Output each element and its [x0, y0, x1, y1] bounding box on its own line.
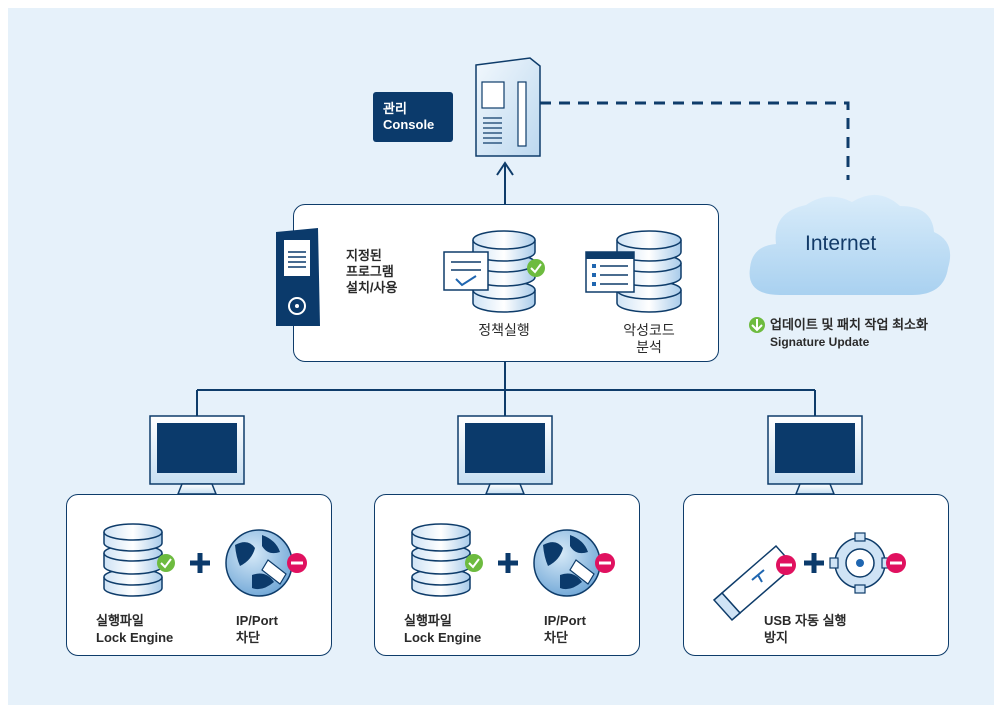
console-badge: 관리 Console [373, 92, 453, 142]
lock-engine-label-line2: Lock Engine [96, 630, 174, 645]
usb-label-line1: USB 자동 실행 [764, 613, 847, 628]
ip-port-label-line2: 차단 [236, 630, 260, 645]
globe-icon [225, 529, 293, 597]
globe-icon [533, 529, 601, 597]
ip-port-label-line1: IP/Port [544, 613, 586, 628]
plus-icon [498, 553, 518, 573]
console-badge-line2: Console [383, 117, 435, 132]
monitor-icon [149, 415, 245, 495]
policy-check-icon [527, 259, 545, 277]
lock-engine-database-icon [103, 523, 163, 597]
client-panel-3 [683, 494, 949, 656]
plus-icon [190, 553, 210, 573]
check-icon [157, 554, 175, 572]
lock-engine-label-line1: 실행파일 [404, 613, 452, 628]
plus-icon [804, 553, 824, 573]
ip-port-label-line2: 차단 [544, 630, 568, 645]
usb-label-line2: 방지 [764, 630, 788, 645]
policy-label: 정책실행 [478, 322, 530, 338]
update-line1: 업데이트 및 패치 작업 최소화 [770, 317, 928, 332]
update-line2: Signature Update [770, 335, 870, 349]
lock-engine-label-line1: 실행파일 [96, 613, 144, 628]
malware-list-icon [585, 251, 635, 293]
console-badge-line1: 관리 [383, 101, 407, 116]
policy-document-icon [443, 251, 489, 291]
ip-port-label-line1: IP/Port [236, 613, 278, 628]
autorun-gear-icon [829, 532, 891, 594]
monitor-icon [767, 415, 863, 495]
check-icon [465, 554, 483, 572]
malware-label-line1: 악성코드 [623, 322, 675, 338]
designated-label-line1: 지정된 [346, 248, 382, 263]
lock-engine-database-icon [411, 523, 471, 597]
lock-engine-label-line2: Lock Engine [404, 630, 482, 645]
designated-label-line2: 프로그램 [346, 264, 394, 279]
malware-label-line2: 분석 [636, 339, 662, 355]
designated-label-line3: 설치/사용 [346, 280, 398, 295]
internet-label: Internet [805, 232, 877, 255]
protected-device-icon [276, 228, 320, 326]
